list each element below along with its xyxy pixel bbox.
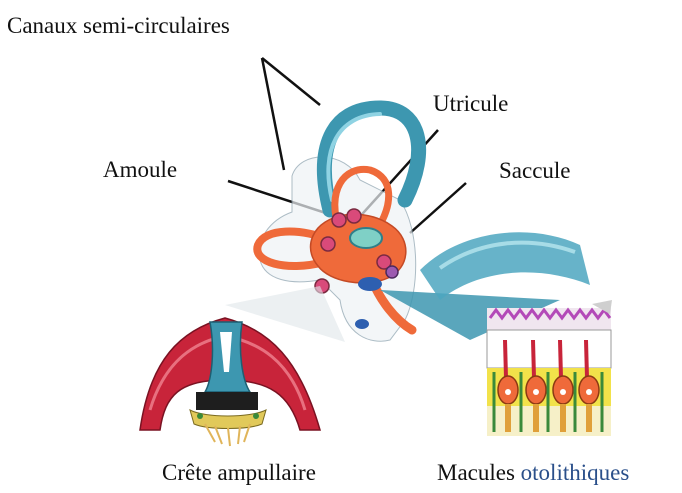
ampulla-6 xyxy=(386,266,398,278)
saccule-leader xyxy=(410,183,466,233)
label-saccule: Saccule xyxy=(499,159,571,182)
macula xyxy=(487,300,612,436)
label-macula: Macules otolithiques xyxy=(437,461,629,484)
label-otolithic-word: otolithiques xyxy=(521,460,630,485)
label-crista-ampullaris: Crête ampullaire xyxy=(162,461,316,484)
label-semicircular-canals: Canaux semi-circulaires xyxy=(7,14,230,37)
hair-cell-dots xyxy=(197,413,203,419)
hair-cells xyxy=(196,392,258,410)
label-ampulla: Amoule xyxy=(103,158,177,181)
canals-leader-left xyxy=(262,58,284,170)
label-macula-word: Macules xyxy=(437,460,515,485)
saccule-lower xyxy=(355,319,369,329)
label-utricle: Utricule xyxy=(433,92,508,115)
hair-cell-dots-2 xyxy=(253,413,259,419)
ampulla-2 xyxy=(347,209,361,223)
ampulla-1 xyxy=(332,213,346,227)
utricle xyxy=(350,228,382,248)
ampulla-3 xyxy=(321,237,335,251)
hair-cells-band xyxy=(190,410,266,429)
saccule xyxy=(358,277,382,291)
crista-ampullaris xyxy=(140,318,320,446)
